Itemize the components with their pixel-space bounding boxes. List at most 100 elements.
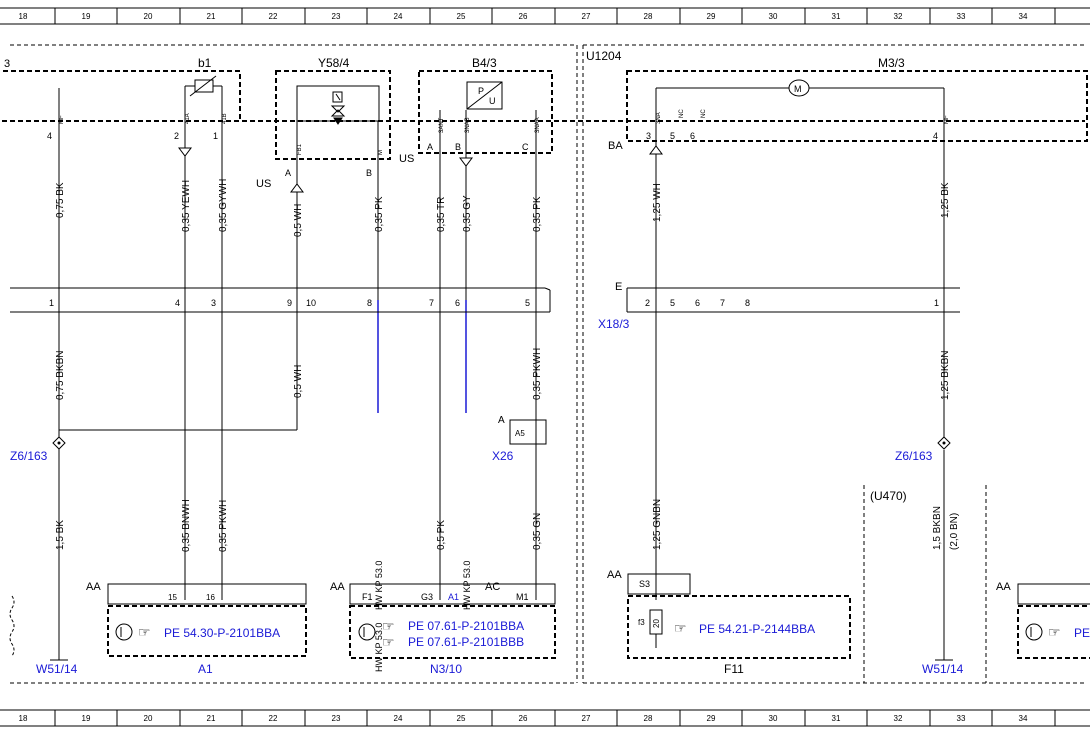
x26-a5: A5 — [515, 429, 525, 438]
a1-ref-link[interactable]: PE 54.30-P-2101BBA — [164, 626, 280, 640]
pinname-3na: 3NA — [656, 112, 662, 124]
ruler-bottom-28: 28 — [644, 714, 653, 723]
n310-hand-icon-2: ☞ — [382, 634, 395, 650]
wire-label-w21b: (2,0 BN) — [949, 513, 960, 550]
ruler-top-18: 18 — [19, 12, 28, 21]
n310-ref1-link[interactable]: PE 07.61-P-2101BBA — [408, 619, 524, 633]
ruler-bottom-23: 23 — [332, 714, 341, 723]
conn-7: 7 — [429, 298, 434, 308]
ruler-top-22: 22 — [269, 12, 278, 21]
sensor-b1-symbol — [184, 75, 223, 120]
ruler-bottom-29: 29 — [707, 714, 716, 723]
pin-3-m33: 3 — [646, 131, 651, 141]
ruler-top-25: 25 — [457, 12, 466, 21]
fuse-rating: 20 — [652, 619, 661, 628]
top-ruler: 18 19 20 21 22 23 24 25 26 27 28 29 30 3… — [0, 7, 1090, 25]
ruler-bottom-31: 31 — [832, 714, 841, 723]
ruler-top-20: 20 — [144, 12, 153, 21]
a1-link[interactable]: A1 — [198, 662, 213, 676]
x26-box — [509, 419, 547, 445]
n310-link[interactable]: N3/10 — [430, 662, 462, 676]
b43-label: B4/3 — [472, 56, 497, 70]
n310-ac-label: AC — [485, 581, 500, 593]
pinname-m: M — [378, 150, 384, 155]
x18-link[interactable]: X18/3 — [598, 317, 630, 331]
ruler-top-21: 21 — [207, 12, 216, 21]
pinname-nc1: NC — [679, 109, 685, 118]
w51-right-link[interactable]: W51/14 — [922, 662, 964, 676]
conn-10: 10 — [306, 298, 316, 308]
splice-diamonds — [52, 436, 951, 450]
pin-A-y58: A — [285, 168, 291, 178]
pinname-3naa: 3NAA — [535, 117, 541, 133]
pin-1a: 1 — [213, 131, 218, 141]
middle-connector-strip — [10, 287, 960, 313]
a1-pin-15: 15 — [168, 593, 177, 602]
pin-4a: 4 — [47, 131, 52, 141]
ruler-bottom-26: 26 — [519, 714, 528, 723]
conn-4: 4 — [175, 298, 180, 308]
right-ref-link[interactable]: PE — [1074, 626, 1090, 640]
ruler-top-33: 33 — [957, 12, 966, 21]
conn-5: 5 — [525, 298, 530, 308]
partial-left-label: 3 — [4, 58, 10, 70]
f11-box — [627, 595, 851, 659]
z6-left-link[interactable]: Z6/163 — [10, 449, 48, 463]
ruler-bottom-20: 20 — [144, 714, 153, 723]
f11-ref-link[interactable]: PE 54.21-P-2144BBA — [699, 622, 815, 636]
ruler-top-28: 28 — [644, 12, 653, 21]
wire-label-w16: 0,35 BNWH — [181, 499, 192, 552]
n310-pin-m1: M1 — [516, 592, 529, 602]
f11-s3-label: S3 — [639, 579, 650, 589]
pressure-sensor-symbol: P U — [466, 81, 503, 110]
wire-label-w12: 0,5 WH — [293, 365, 304, 398]
y58-box — [275, 70, 391, 160]
y58-label: Y58/4 — [318, 56, 350, 70]
right-transistor-icon — [1025, 623, 1043, 641]
valve-y58-symbol — [296, 85, 380, 125]
pin-2a: 2 — [174, 131, 179, 141]
fuse-label: f3 — [638, 618, 645, 627]
a1-box — [107, 605, 307, 657]
w51-left-link[interactable]: W51/14 — [36, 662, 78, 676]
enclosure-left — [10, 44, 578, 684]
f11-hand-icon: ☞ — [674, 620, 687, 636]
ruler-top-29: 29 — [707, 12, 716, 21]
ruler-bottom-19: 19 — [82, 714, 91, 723]
n310-hand-icon-1: ☞ — [382, 618, 395, 634]
ground-symbols — [178, 145, 663, 193]
wire-label-w3: 0,35 GYWH — [218, 179, 229, 232]
a1-connector — [107, 583, 307, 605]
pinname-3nab: 3NAB — [465, 117, 471, 133]
ruler-bottom-21: 21 — [207, 714, 216, 723]
x18-2: 2 — [645, 298, 650, 308]
ruler-top-32: 32 — [894, 12, 903, 21]
wire-label-w19: 0,35 GN — [532, 513, 543, 550]
pinname-41a: 41A — [185, 113, 191, 124]
ruler-bottom-34: 34 — [1019, 714, 1028, 723]
a1-aa-label: AA — [86, 581, 101, 593]
n310-box — [349, 605, 556, 659]
ruler-bottom-33: 33 — [957, 714, 966, 723]
ruler-top-26: 26 — [519, 12, 528, 21]
pinname-41b: 41B — [222, 113, 228, 124]
wire-label-w8: 0,35 PK — [532, 196, 543, 232]
ruler-top-24: 24 — [394, 12, 403, 21]
x26-pin-a: A — [498, 415, 505, 426]
ruler-bottom-24: 24 — [394, 714, 403, 723]
ruler-top-23: 23 — [332, 12, 341, 21]
b1-label: b1 — [198, 56, 212, 70]
conn-8: 8 — [367, 298, 372, 308]
z6-right-link[interactable]: Z6/163 — [895, 449, 933, 463]
f11-label: F11 — [724, 662, 744, 676]
wire-label-w11: 0,75 BKBN — [55, 351, 66, 400]
n310-ref2-link[interactable]: PE 07.61-P-2101BBB — [408, 635, 524, 649]
pin-6-m33: 6 — [690, 131, 695, 141]
f11-aa-label: AA — [607, 569, 622, 581]
right-partial-box — [1017, 605, 1090, 659]
pinname-mf1: MF — [59, 115, 65, 124]
right-hand-icon: ☞ — [1048, 624, 1061, 640]
x26-link[interactable]: X26 — [492, 449, 514, 463]
wire-label-w17: 0,35 PKWH — [218, 500, 229, 552]
pu-u: U — [489, 96, 496, 106]
